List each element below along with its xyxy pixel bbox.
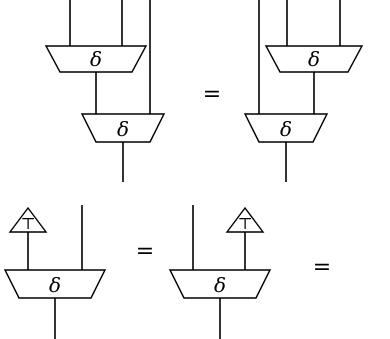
delta-label: δ [280,117,292,141]
counit-triangle [8,206,48,233]
delta-label: δ [90,47,102,71]
delta-label: δ [214,273,226,297]
comultiplication-box [44,45,148,73]
equals-sign: = [313,255,331,280]
counit-label: ⊤ [237,214,252,233]
counit-law-lhs: ⊤ δ [3,205,107,339]
delta-label: δ [117,117,129,141]
comultiplication-box [80,113,166,143]
coassociativity-rhs: δ δ [243,0,364,182]
comultiplication-box [243,113,329,143]
counit-triangle [225,206,265,233]
delta-label: δ [49,273,61,297]
equals-sign: = [136,239,154,264]
counit-law-rhs: ⊤ δ [168,205,272,339]
comultiplication-box [168,269,272,299]
counit-label: ⊤ [20,214,35,233]
comultiplication-box [264,45,364,73]
coassociativity-lhs: δ δ [44,0,166,182]
delta-label: δ [308,47,320,71]
equals-sign: = [203,82,221,107]
comultiplication-box [3,269,107,299]
